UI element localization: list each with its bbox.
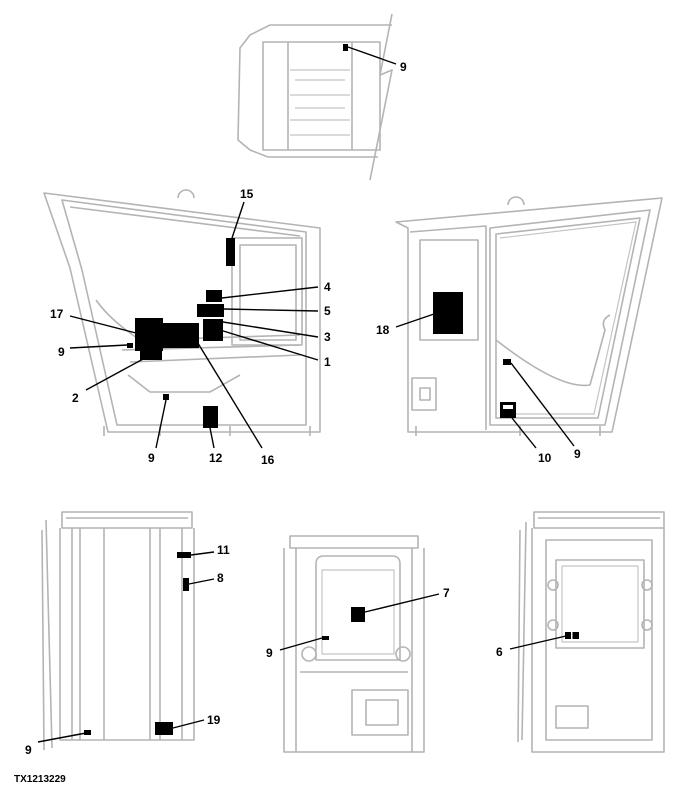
decal-9-left [127, 343, 133, 348]
callout-label: 9 [148, 451, 155, 465]
callout-label: 9 [58, 345, 65, 359]
decal-19 [155, 722, 173, 735]
decal-9-rear [84, 730, 91, 735]
decal-17 [135, 318, 163, 351]
callout-label: 8 [217, 571, 224, 585]
callout-label: 19 [207, 713, 221, 727]
callout-label: 18 [376, 323, 390, 337]
decal-8 [183, 578, 189, 591]
door-view: 7 9 [266, 535, 450, 753]
callout-label: 17 [50, 307, 64, 321]
callout-label: 7 [443, 586, 450, 600]
decal-7 [351, 607, 365, 622]
decal-9-door [322, 636, 329, 640]
decal-16 [163, 323, 199, 348]
callout-label: 9 [25, 743, 32, 757]
decal-3-1 [203, 319, 223, 341]
callout-label: 9 [400, 60, 407, 74]
right-side-view: 18 10 9 [376, 196, 663, 465]
roof-view: 9 [237, 13, 407, 181]
callout-label: 11 [217, 543, 230, 557]
leader-line [347, 46, 397, 65]
callout-label: 1 [324, 355, 331, 369]
callout-label: 10 [538, 451, 552, 465]
decal-15 [226, 238, 235, 266]
decal-9-roof [343, 44, 348, 51]
callout-label: 3 [324, 330, 331, 344]
decal-12 [203, 406, 218, 428]
callout-label: 9 [266, 646, 273, 660]
decal-18 [433, 292, 463, 334]
decal-10 [500, 402, 516, 418]
figure-id: TX1213229 [14, 774, 66, 785]
callout-label: 5 [324, 304, 331, 318]
rear-view: 11 8 19 9 [25, 511, 230, 757]
callout-label: 16 [261, 453, 275, 467]
front-view: 6 [496, 511, 665, 753]
callout-label: 12 [209, 451, 223, 465]
callout-label: 15 [240, 187, 254, 201]
decal-5 [197, 304, 224, 317]
left-side-view: 15 4 5 3 1 17 9 2 9 12 16 [43, 187, 331, 467]
decal-2 [140, 351, 162, 360]
decal-9-right [503, 359, 511, 365]
callout-label: 9 [574, 447, 581, 461]
decal-10-detail [503, 405, 513, 409]
callout-label: 6 [496, 645, 503, 659]
decal-6-divider [571, 632, 573, 639]
decal-4 [206, 290, 222, 302]
callout-label: 4 [324, 280, 331, 294]
decal-9-bottom [163, 394, 169, 400]
decal-11 [177, 552, 191, 558]
callout-label: 2 [72, 391, 79, 405]
